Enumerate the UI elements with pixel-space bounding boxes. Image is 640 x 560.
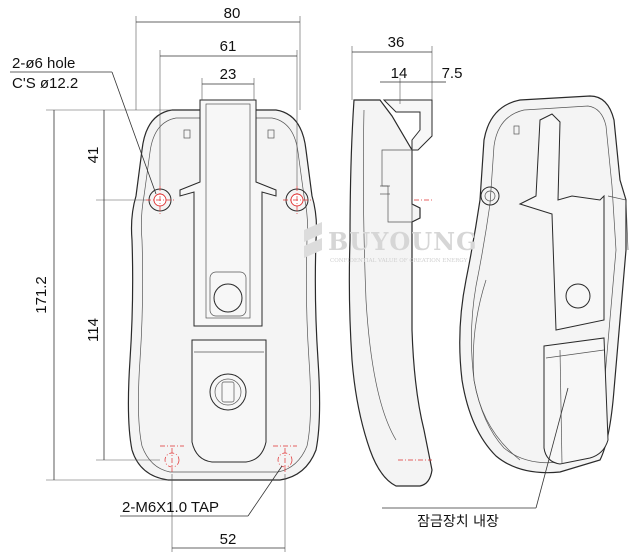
front-dimensions: 80 61 23 171.2 41 114 52 bbox=[33, 5, 301, 552]
front-lock-cylinder-inner bbox=[214, 378, 242, 406]
front-lock-cylinder bbox=[209, 373, 247, 411]
front-slot-button bbox=[213, 283, 243, 313]
iso-body-inner bbox=[471, 105, 617, 464]
dim-14: 14 bbox=[391, 65, 408, 82]
dim-7-5: 7.5 bbox=[442, 65, 463, 82]
iso-tab bbox=[513, 125, 520, 135]
hole-note-line1: 2-ø6 hole bbox=[12, 55, 75, 72]
front-slot-inner bbox=[205, 103, 251, 319]
iso-hole-inner bbox=[484, 190, 496, 202]
iso-handle-button bbox=[565, 283, 591, 309]
side-view bbox=[348, 99, 433, 487]
front-top-tab-left bbox=[183, 129, 191, 139]
dim-61: 61 bbox=[220, 38, 237, 55]
side-inner-curve bbox=[362, 109, 397, 441]
side-handle bbox=[382, 99, 433, 151]
front-center-slot bbox=[179, 99, 277, 327]
watermark-brand: BUYOUNG bbox=[328, 227, 478, 256]
iso-handle bbox=[518, 113, 605, 331]
dim-80: 80 bbox=[224, 5, 241, 22]
tap-note: 2-M6X1.0 TAP bbox=[122, 499, 219, 516]
side-body-outline bbox=[348, 99, 433, 487]
lock-note: 잠금장치 내장 bbox=[382, 387, 569, 530]
hole-note-line2: C'S ø12.2 bbox=[12, 75, 78, 92]
front-notes: 2-ø6 hole C'S ø12.2 2-M6X1.0 TAP bbox=[10, 55, 283, 517]
dim-23: 23 bbox=[220, 66, 237, 83]
iso-view bbox=[459, 95, 629, 474]
dim-36: 36 bbox=[388, 34, 405, 51]
iso-hole bbox=[480, 186, 500, 206]
watermark: BUYOUNG CONFIDENTIAL VALUE OF CREATION E… bbox=[304, 222, 478, 264]
iso-side-face bbox=[472, 279, 521, 461]
lock-label: 잠금장치 내장 bbox=[417, 514, 499, 530]
watermark-logo-mark bbox=[304, 222, 322, 258]
front-lock-keyway bbox=[221, 381, 235, 403]
side-dimensions: 36 14 7.5 bbox=[351, 34, 463, 104]
dim-114: 114 bbox=[85, 318, 102, 342]
dim-41: 41 bbox=[85, 147, 102, 164]
front-lock-body bbox=[191, 339, 267, 463]
dim-171-2: 171.2 bbox=[33, 276, 50, 314]
front-top-tab-right bbox=[267, 129, 275, 139]
front-view bbox=[127, 99, 321, 481]
watermark-tagline: CONFIDENTIAL VALUE OF CREATION ENERGY bbox=[330, 258, 468, 264]
dim-52: 52 bbox=[220, 531, 237, 548]
front-slot-window bbox=[209, 271, 247, 317]
